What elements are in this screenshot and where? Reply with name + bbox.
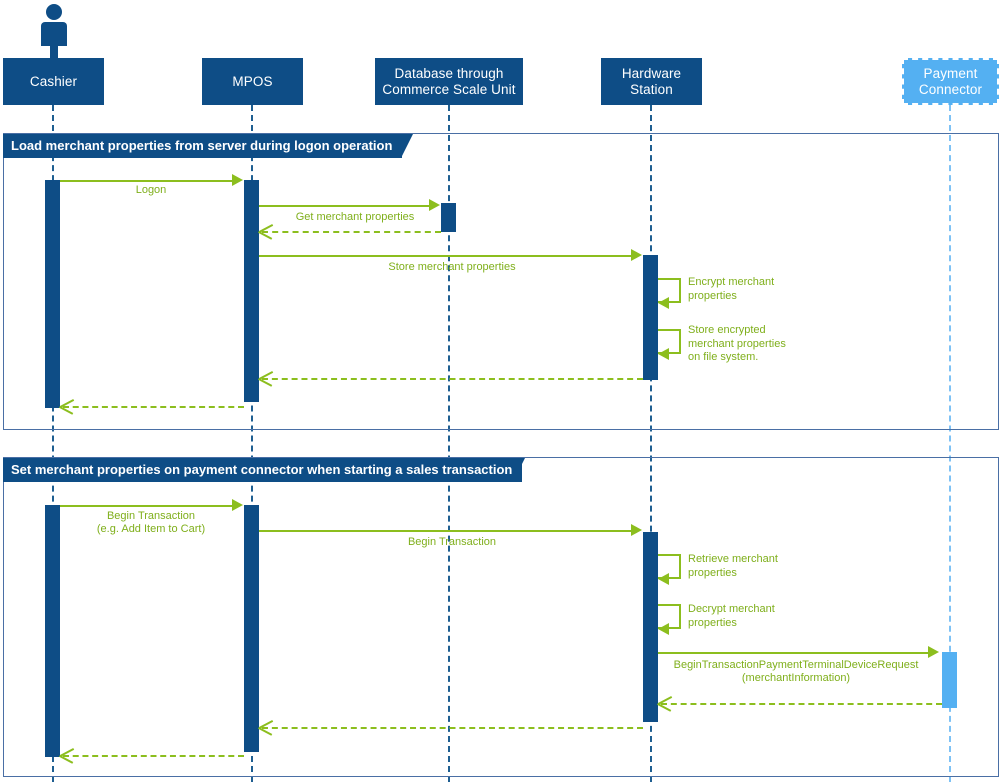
message-arrow-logon bbox=[232, 174, 243, 186]
message-line-return-mpos-cashier-1 bbox=[63, 406, 244, 408]
activation-database-1 bbox=[441, 203, 456, 232]
cashier-actor-icon bbox=[40, 4, 68, 60]
message-arrow-return-database-mpos bbox=[259, 224, 273, 238]
fragment-logon-label: Load merchant properties from server dur… bbox=[3, 134, 403, 158]
message-arrow-begin-transaction-payment bbox=[928, 646, 939, 658]
activation-mpos-1 bbox=[244, 180, 259, 402]
message-arrow-store-merchant-properties bbox=[631, 249, 642, 261]
message-line-begin-transaction-payment bbox=[658, 652, 930, 654]
message-line-return-mpos-cashier-2 bbox=[63, 755, 244, 757]
lifeline-header-database[interactable]: Database through Commerce Scale Unit bbox=[375, 58, 523, 105]
lifeline-cashier bbox=[52, 105, 54, 782]
selfcall-retrieve-merchant-properties bbox=[658, 554, 681, 579]
actor-body-icon bbox=[41, 22, 67, 46]
message-line-store-merchant-properties bbox=[259, 255, 635, 257]
message-line-get-merchant-properties bbox=[259, 205, 433, 207]
activation-payment-connector bbox=[942, 652, 957, 708]
selfcall-store-encrypted-properties bbox=[658, 329, 681, 354]
message-line-logon bbox=[60, 180, 237, 182]
message-arrow-begin-transaction-hw bbox=[631, 524, 642, 536]
message-label-logon: Logon bbox=[135, 184, 167, 196]
selfcall-arrow-encrypt bbox=[658, 297, 669, 309]
selfcall-decrypt-merchant-properties bbox=[658, 604, 681, 629]
message-label-get-merchant-properties: Get merchant properties bbox=[295, 211, 415, 223]
message-label-store-merchant-properties: Store merchant properties bbox=[388, 261, 516, 273]
message-arrow-begin-transaction-cashier bbox=[232, 499, 243, 511]
message-label-begin-transaction-cashier: Begin Transaction (e.g. Add Item to Cart… bbox=[96, 510, 206, 535]
message-arrow-return-mpos-cashier-2 bbox=[60, 748, 74, 762]
selfcall-arrow-retrieve bbox=[658, 573, 669, 585]
activation-cashier-1 bbox=[45, 180, 60, 408]
activation-hardware-station-2 bbox=[643, 532, 658, 722]
message-line-return-hwstation-mpos bbox=[262, 378, 643, 380]
message-arrow-return-hwstation-mpos bbox=[259, 371, 273, 385]
selfcall-encrypt-merchant-properties bbox=[658, 278, 681, 303]
lifeline-database bbox=[448, 105, 450, 782]
message-line-begin-transaction-hw bbox=[259, 530, 635, 532]
selfcall-arrow-decrypt bbox=[658, 623, 669, 635]
message-line-return-database-mpos bbox=[262, 231, 441, 233]
actor-leg-right-icon bbox=[50, 44, 58, 60]
message-line-return-hwstation-mpos-2 bbox=[262, 727, 643, 729]
message-line-return-payment-hwstation bbox=[661, 703, 942, 705]
lifeline-mpos bbox=[251, 105, 253, 782]
message-arrow-return-mpos-cashier-1 bbox=[60, 399, 74, 413]
lifeline-header-hardware-station[interactable]: Hardware Station bbox=[601, 58, 702, 105]
lifeline-payment-connector bbox=[949, 105, 951, 782]
activation-hardware-station-1 bbox=[643, 255, 658, 380]
lifeline-header-mpos[interactable]: MPOS bbox=[202, 58, 303, 105]
selfcall-label-retrieve-merchant-properties: Retrieve merchant properties bbox=[688, 553, 778, 579]
selfcall-arrow-store-encrypted bbox=[658, 348, 669, 360]
selfcall-label-encrypt-merchant-properties: Encrypt merchant properties bbox=[688, 276, 775, 302]
message-label-begin-transaction-hw: Begin Transaction bbox=[407, 536, 497, 548]
lifeline-header-payment-connector[interactable]: Payment Connector bbox=[902, 58, 999, 105]
activation-mpos-2 bbox=[244, 505, 259, 752]
lifeline-hardware-station bbox=[650, 105, 652, 782]
message-arrow-return-payment-hwstation bbox=[658, 696, 672, 710]
message-arrow-return-hwstation-mpos-2 bbox=[259, 720, 273, 734]
selfcall-label-store-encrypted-properties: Store encrypted merchant properties on f… bbox=[688, 324, 786, 363]
message-label-begin-transaction-payment: BeginTransactionPaymentTerminalDeviceReq… bbox=[673, 659, 919, 684]
lifeline-header-cashier[interactable]: Cashier bbox=[3, 58, 104, 105]
selfcall-label-decrypt-merchant-properties: Decrypt merchant properties bbox=[688, 603, 775, 629]
activation-cashier-2 bbox=[45, 505, 60, 757]
fragment-logon-frame bbox=[3, 133, 999, 430]
actor-head-icon bbox=[46, 4, 62, 20]
message-arrow-get-merchant-properties bbox=[429, 199, 440, 211]
message-line-begin-transaction-cashier bbox=[60, 505, 237, 507]
fragment-sales-transaction-label: Set merchant properties on payment conne… bbox=[3, 458, 523, 482]
fragment-sales-transaction-frame bbox=[3, 457, 999, 777]
